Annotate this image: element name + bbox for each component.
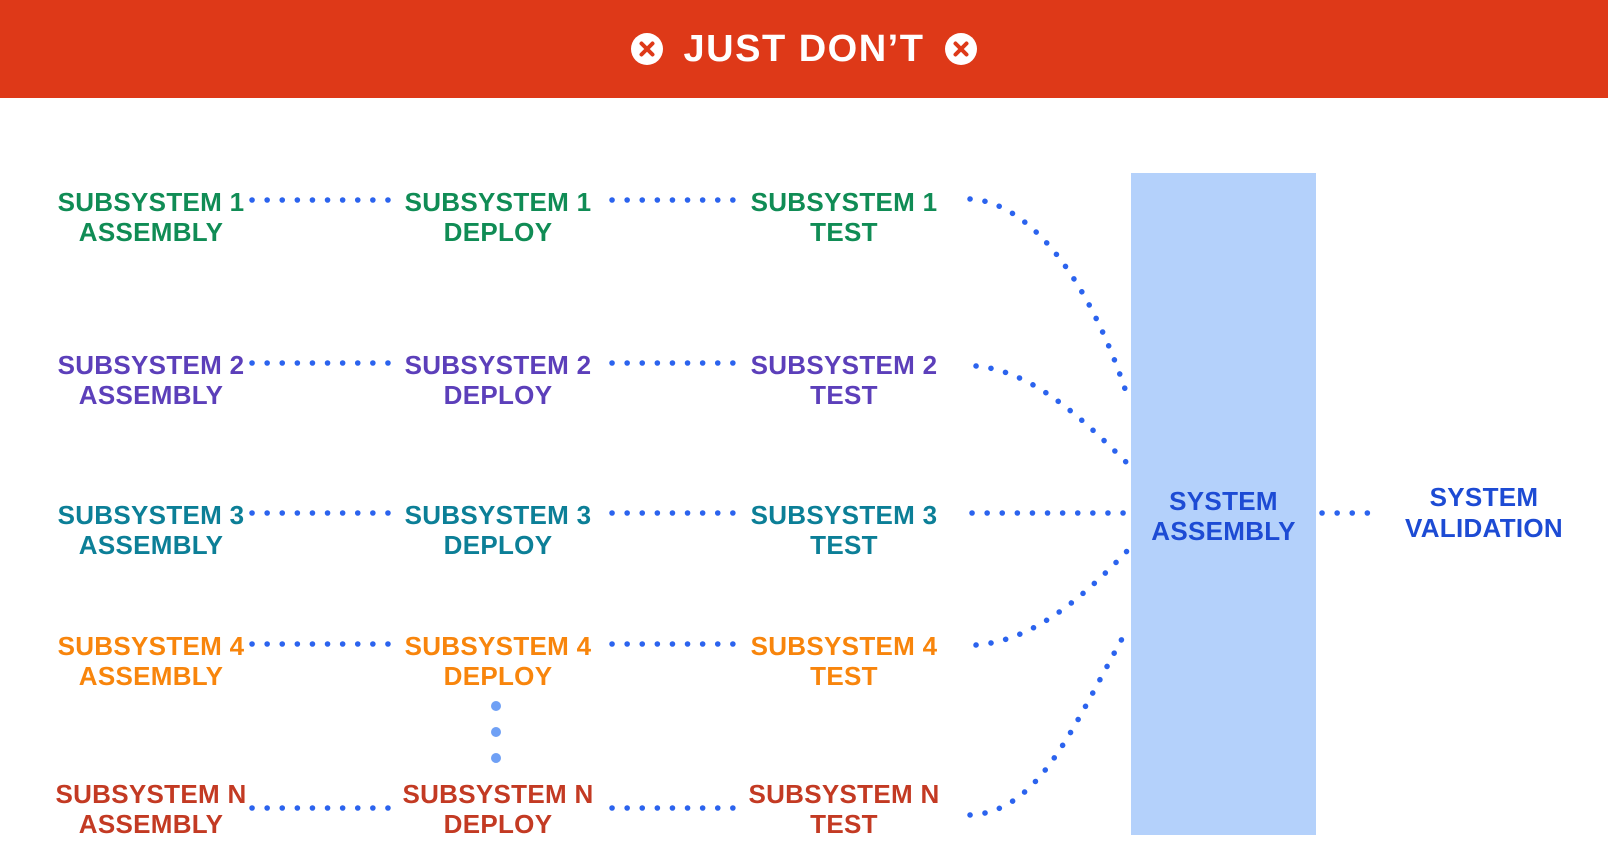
header-banner: JUST DON’T xyxy=(0,0,1608,98)
stage-line1: SUBSYSTEM N xyxy=(748,779,940,809)
stage-line1: SUBSYSTEM 4 xyxy=(404,631,592,661)
stage-line1: SUBSYSTEM 1 xyxy=(750,187,938,217)
stage-line1: SUBSYSTEM 2 xyxy=(57,350,245,380)
stage-line1: SUBSYSTEM 2 xyxy=(404,350,592,380)
stage-line1: SUBSYSTEM 4 xyxy=(57,631,245,661)
stage-line2: TEST xyxy=(810,661,878,691)
stage-line1: SUBSYSTEM 3 xyxy=(57,500,245,530)
system-assembly-box xyxy=(1131,173,1316,835)
stage-line1: SUBSYSTEM 2 xyxy=(750,350,938,380)
stage-line2: DEPLOY xyxy=(443,217,553,247)
stage-line2: DEPLOY xyxy=(443,530,553,560)
stage-line2: DEPLOY xyxy=(443,809,553,839)
stage-line1: SUBSYSTEM 4 xyxy=(750,631,938,661)
stage-line2: ASSEMBLY xyxy=(78,809,224,839)
stage-line2: TEST xyxy=(810,380,878,410)
stage-line2: TEST xyxy=(810,809,878,839)
stage-line1: SUBSYSTEM N xyxy=(402,779,594,809)
stage-line2: DEPLOY xyxy=(443,661,553,691)
stage-line1: SUBSYSTEM 3 xyxy=(404,500,592,530)
dotted-curve xyxy=(967,625,1131,818)
stage-line2: ASSEMBLY xyxy=(78,217,224,247)
dotted-curve xyxy=(973,363,1131,467)
stage-line2: TEST xyxy=(810,530,878,560)
crossed-circle-icon xyxy=(944,32,978,66)
stage-line1: SUBSYSTEM 1 xyxy=(404,187,592,217)
stage-line2: ASSEMBLY xyxy=(78,380,224,410)
stage-line2: ASSEMBLY xyxy=(78,661,224,691)
vertical-dots-icon xyxy=(491,701,501,763)
dotted-curve xyxy=(973,547,1131,648)
system-assembly-line1: SYSTEM xyxy=(1169,486,1278,516)
page-title: JUST DON’T xyxy=(683,28,925,70)
system-assembly-label: SYSTEM ASSEMBLY xyxy=(1131,486,1316,546)
system-assembly-line2: ASSEMBLY xyxy=(1151,516,1296,546)
stage-line1: SUBSYSTEM N xyxy=(55,779,247,809)
system-validation-line2: VALIDATION xyxy=(1404,513,1564,543)
dotted-curve xyxy=(967,196,1131,401)
stage-line2: ASSEMBLY xyxy=(78,530,224,560)
system-validation-line1: SYSTEM xyxy=(1429,482,1539,512)
system-validation-label: SYSTEM VALIDATION xyxy=(1334,482,1608,544)
crossed-circle-icon xyxy=(630,32,664,66)
stage-line1: SUBSYSTEM 1 xyxy=(57,187,245,217)
stage-line1: SUBSYSTEM 3 xyxy=(750,500,938,530)
stage-line2: DEPLOY xyxy=(443,380,553,410)
stage-line2: TEST xyxy=(810,217,878,247)
